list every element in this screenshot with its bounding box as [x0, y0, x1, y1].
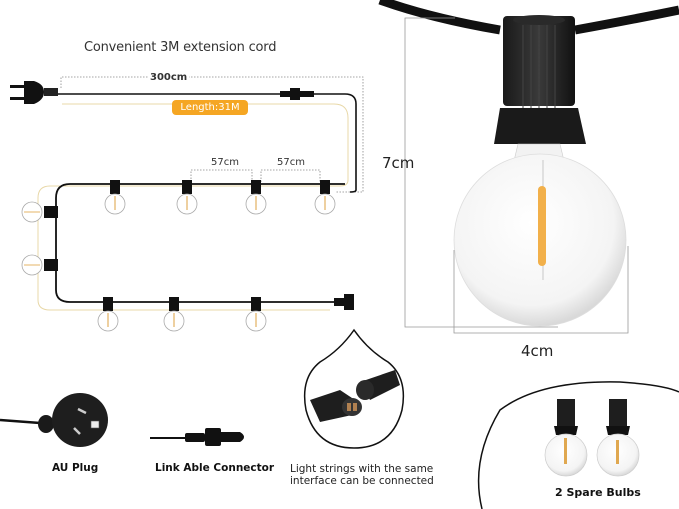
total-length-badge: Length:31M: [172, 100, 248, 115]
page-title: Convenient 3M extension cord: [84, 40, 277, 55]
waterproof-connector-icon: [303, 328, 405, 449]
end-connector-icon: [334, 294, 354, 310]
inline-connector-icon: [280, 88, 314, 100]
cord-length-label: 300cm: [148, 72, 190, 83]
connector-icon: [150, 428, 244, 446]
bulb-column-left: [21, 201, 59, 276]
connector-caption: Link Able Connector: [155, 462, 275, 474]
plug-icon: [10, 81, 58, 104]
bulb-height-label: 7cm: [382, 154, 415, 172]
spacing-label-1: 57cm: [211, 157, 239, 168]
spare-bulbs-icon: [477, 381, 679, 509]
dimension-300cm: [60, 76, 364, 193]
au-plug-icon: [0, 393, 108, 447]
bulb-width-label: 4cm: [521, 342, 554, 360]
connect-caption: Light strings with the same interface ca…: [290, 463, 434, 487]
large-bulb-illustration: [378, 0, 679, 327]
spacing-label-2: 57cm: [277, 157, 305, 168]
bulb-row-top: [104, 179, 336, 215]
spare-bulbs-caption: 2 Spare Bulbs: [555, 486, 641, 499]
au-plug-caption: AU Plug: [52, 462, 99, 474]
connect-caption-line2: interface can be connected: [290, 475, 434, 487]
connect-caption-line1: Light strings with the same: [290, 463, 434, 475]
